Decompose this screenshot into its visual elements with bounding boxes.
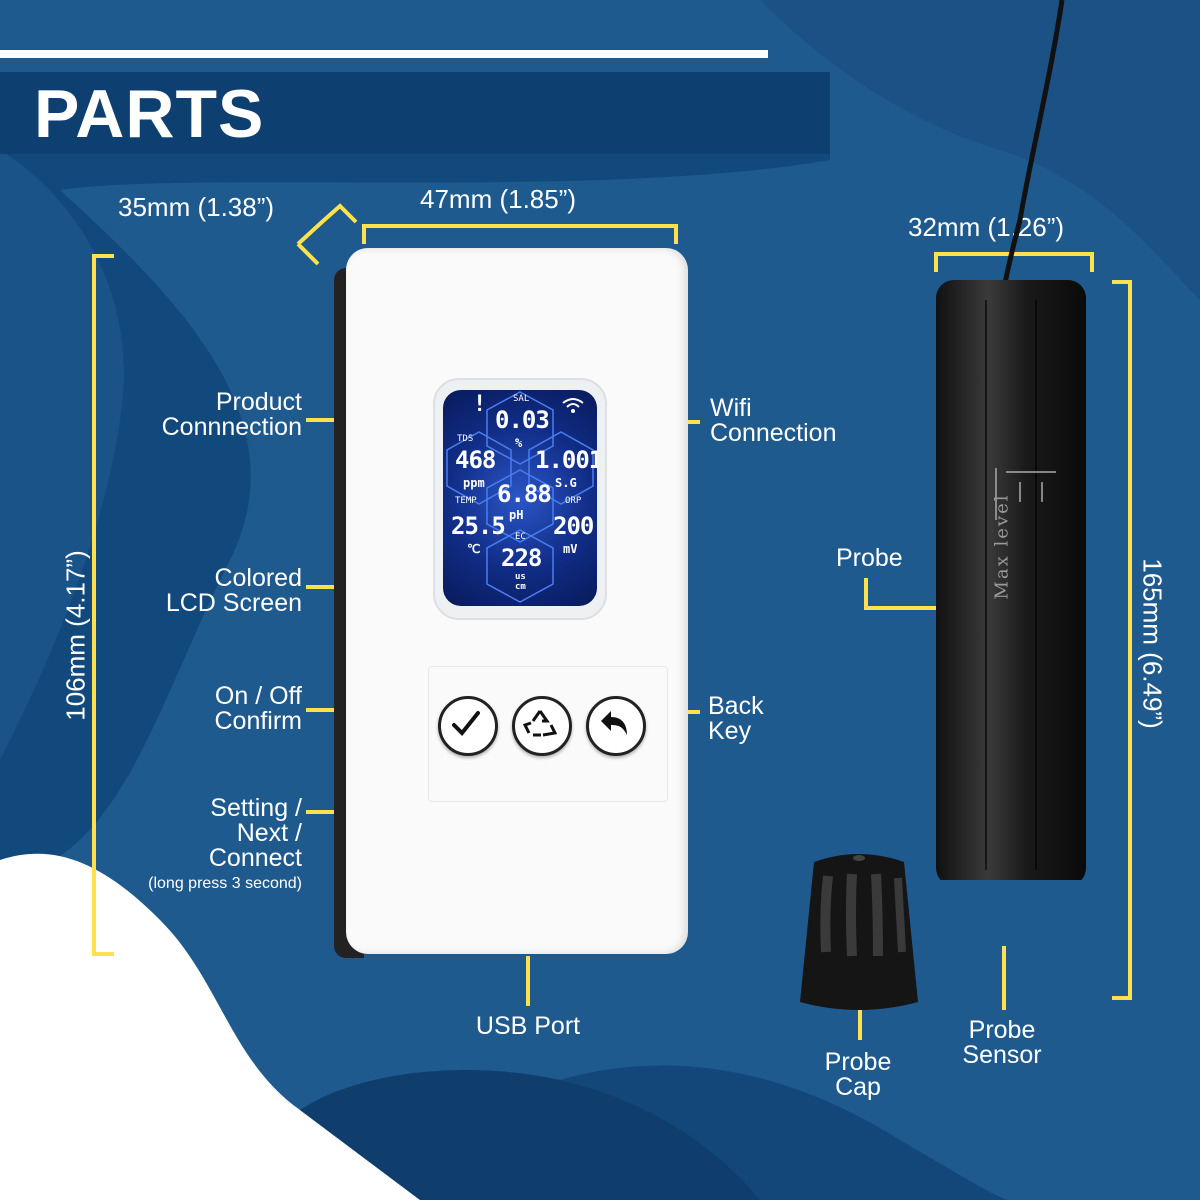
lcd-screen-line1: Colored xyxy=(214,564,302,592)
setting-label: Setting / Next / Connect (long press 3 s… xyxy=(100,796,302,896)
page-title: PARTS xyxy=(34,76,265,152)
ec-label: EC xyxy=(515,532,526,542)
back-key-button[interactable] xyxy=(586,696,646,756)
ph-unit: pH xyxy=(509,508,524,522)
sg-unit: S.G xyxy=(555,476,577,490)
sal-label: SAL xyxy=(513,394,530,404)
device-front: ! SAL 0.03 % TDS 468 ppm 1.001 S.G 6.88 … xyxy=(346,248,688,954)
tds-unit: ppm xyxy=(463,476,485,490)
back-arrow-icon xyxy=(601,711,627,735)
tds-label: TDS xyxy=(457,434,474,444)
probe-cap-line2: Cap xyxy=(835,1073,881,1101)
ph-value: 6.88 xyxy=(497,480,552,508)
button-panel xyxy=(428,666,668,802)
setting-note: (long press 3 second) xyxy=(148,875,302,892)
setting-line2: Next / xyxy=(236,819,302,847)
title-underline xyxy=(0,50,768,58)
orp-unit: mV xyxy=(563,542,578,556)
on-off-line1: On / Off xyxy=(214,682,302,710)
probe-sensor-line2: Sensor xyxy=(962,1041,1042,1069)
water-tester-device: ! SAL 0.03 % TDS 468 ppm 1.001 S.G 6.88 … xyxy=(334,248,688,958)
probe-cap xyxy=(800,854,918,1010)
setting-next-connect-button[interactable] xyxy=(512,696,572,756)
probe-label: Probe xyxy=(836,544,903,572)
product-connection-line1: Product xyxy=(215,388,302,416)
probe-sensor-line1: Probe xyxy=(968,1016,1036,1044)
tds-value: 468 xyxy=(455,446,496,474)
wifi-connection-line2: Connection xyxy=(710,419,837,447)
ec-unit-bottom: cm xyxy=(515,582,526,592)
back-key-label: Back Key xyxy=(708,694,764,744)
probe-cap-label: Probe Cap xyxy=(800,1050,916,1100)
probe-cap-line1: Probe xyxy=(824,1048,892,1076)
wifi-connection-label: Wifi Connection xyxy=(710,396,836,446)
usb-port-label: USB Port xyxy=(475,1012,581,1040)
temp-unit: ℃ xyxy=(467,542,481,556)
ec-value: 228 xyxy=(501,544,542,572)
wifi-icon xyxy=(562,398,584,413)
setting-line3: Connect xyxy=(208,844,302,872)
depth-dimension: 35mm (1.38”) xyxy=(118,192,275,222)
recycle-icon xyxy=(523,710,557,737)
back-key-line1: Back xyxy=(708,692,764,720)
sal-unit: % xyxy=(515,436,523,450)
alert-icon: ! xyxy=(473,392,487,417)
on-off-line2: Confirm xyxy=(214,707,302,735)
lcd-hex-grid xyxy=(446,391,594,603)
lcd-screen-label: Colored LCD Screen xyxy=(120,566,302,616)
width-dimension: 47mm (1.85”) xyxy=(420,184,577,214)
on-off-label: On / Off Confirm xyxy=(120,684,302,734)
ec-unit-top: us xyxy=(515,572,526,582)
product-connection-line2: Connnection xyxy=(161,413,302,441)
probe-sensor-label: Probe Sensor xyxy=(944,1018,1060,1068)
max-level-marking: Max level xyxy=(991,493,1013,600)
temp-label: TEMP xyxy=(455,496,477,506)
lcd-screen: ! SAL 0.03 % TDS 468 ppm 1.001 S.G 6.88 … xyxy=(443,390,597,606)
lcd-screen-line2: LCD Screen xyxy=(165,589,302,617)
wifi-connection-line1: Wifi xyxy=(710,394,752,422)
orp-value: 200 xyxy=(553,512,594,540)
setting-line1: Setting / xyxy=(210,794,302,822)
product-connection-label: Product Connnection xyxy=(120,390,302,440)
probe-body xyxy=(936,280,1086,880)
orp-label: ORP xyxy=(565,496,582,506)
back-key-line2: Key xyxy=(708,717,752,745)
sal-value: 0.03 xyxy=(495,406,550,434)
title-band xyxy=(0,72,830,154)
check-icon xyxy=(452,711,480,736)
lcd-frame: ! SAL 0.03 % TDS 468 ppm 1.001 S.G 6.88 … xyxy=(433,378,607,620)
sg-value: 1.001 xyxy=(535,446,597,474)
on-off-confirm-button[interactable] xyxy=(438,696,498,756)
temp-value: 25.5 xyxy=(451,512,506,540)
probe-diameter-dimension: 32mm (1.26”) xyxy=(908,212,1065,242)
